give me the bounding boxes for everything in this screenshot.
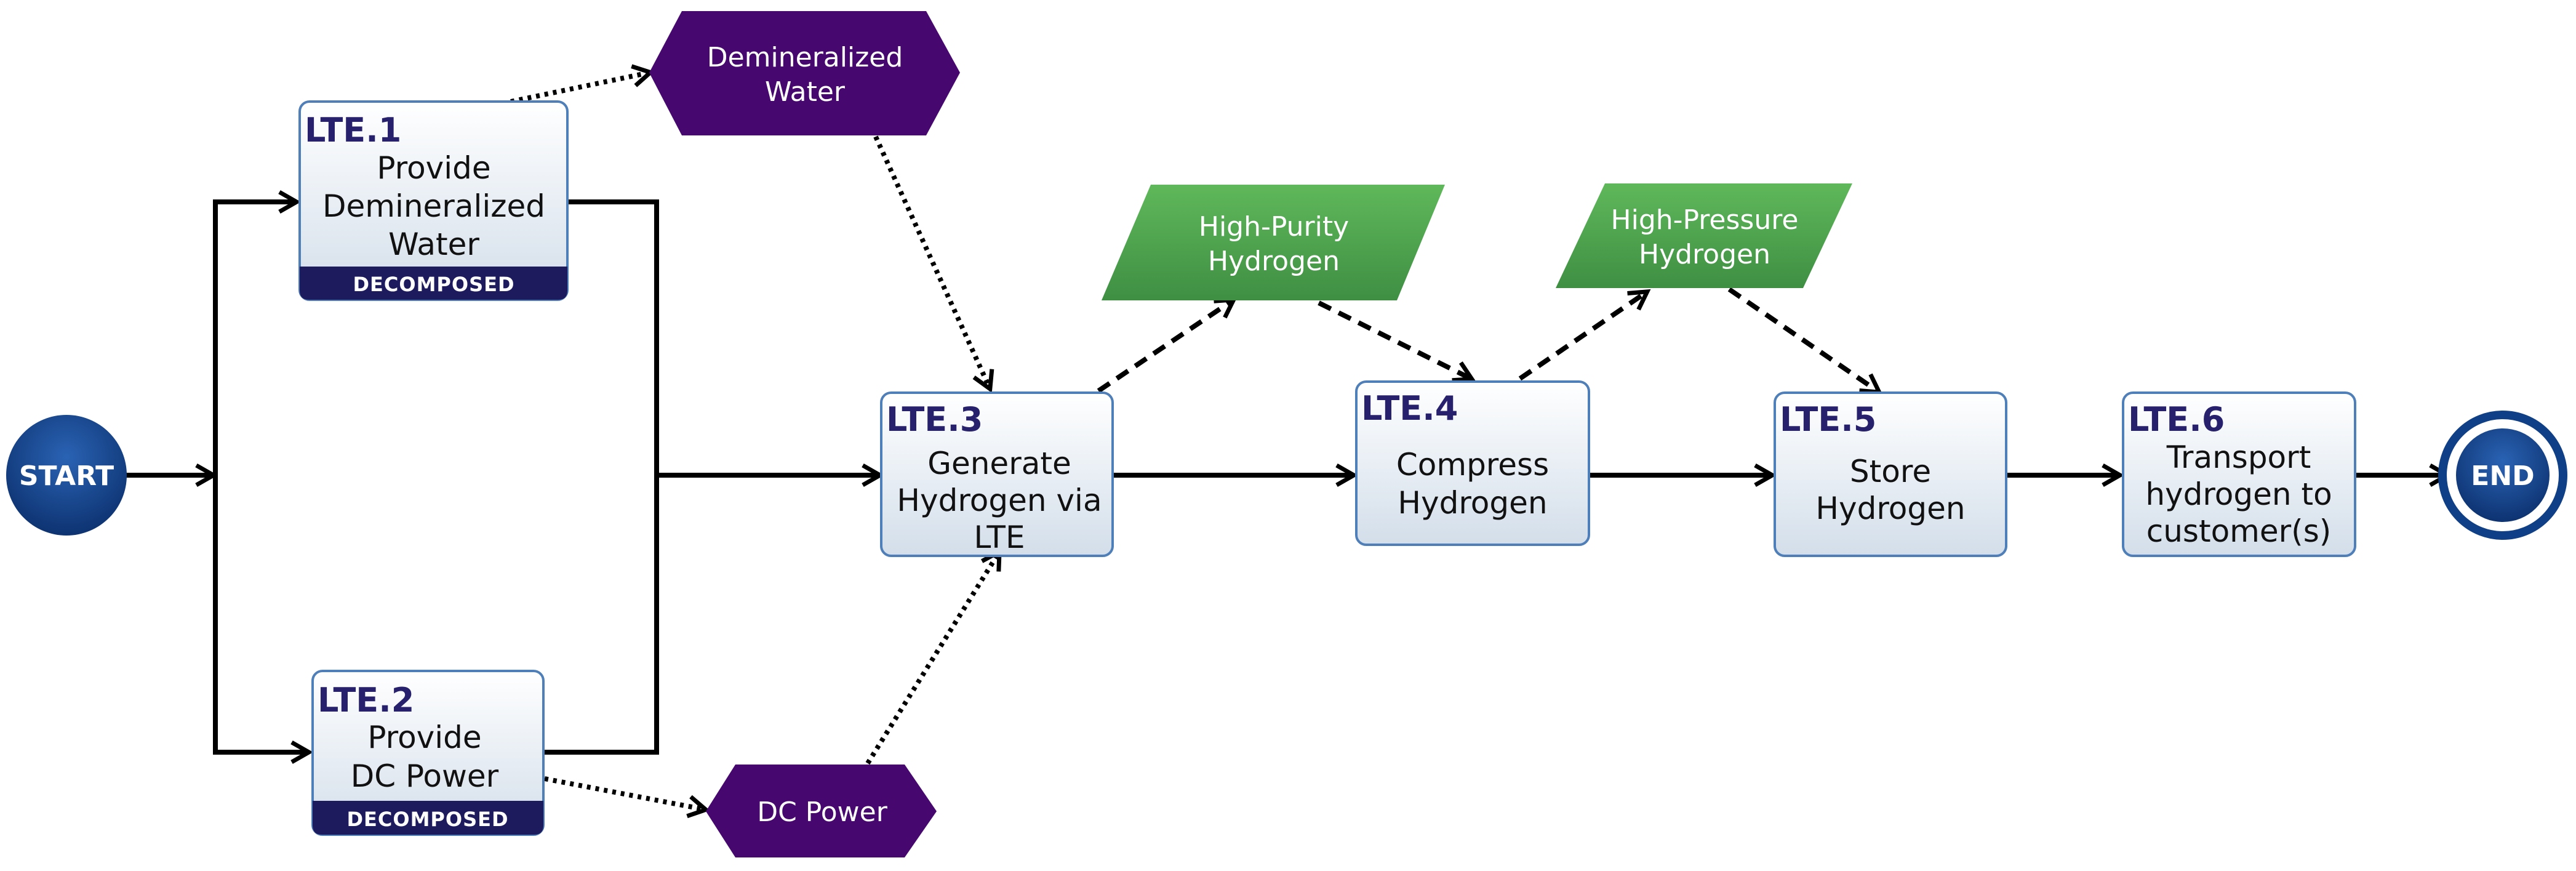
product-high-pressure-hydrogen-label-1: High-Pressure [1611,204,1799,236]
product-flows [1097,287,1883,395]
function-lte4[interactable]: LTE.4 Compress Hydrogen [1355,380,1590,546]
function-lte6-label-2: hydrogen to [2145,476,2332,512]
function-lte2-label-1: Provide [367,720,481,755]
function-lte1-label-3: Water [388,227,479,262]
function-lte1-badge: DECOMPOSED [353,273,514,296]
function-lte2-badge: DECOMPOSED [346,808,508,831]
function-lte1-id: LTE.1 [305,111,401,150]
product-high-purity-hydrogen-label-1: High-Purity [1199,211,1349,243]
end-label: END [2471,460,2534,492]
function-lte6-id: LTE.6 [2128,400,2225,439]
flow-dc-power-to-lte3 [865,548,1002,765]
function-lte2[interactable]: LTE.2 Provide DC Power DECOMPOSED [311,670,545,836]
function-lte5-label-1: Store [1850,454,1931,489]
function-lte3-label-2: Hydrogen via [897,483,1102,518]
function-lte1-label-2: Demineralized [322,188,545,224]
function-lte2-label-2: DC Power [351,758,499,794]
function-lte2-badge-bg [313,801,543,835]
end-terminal: END [2438,411,2567,540]
flow-lte2-to-dc-power [544,776,710,819]
start-label: START [19,460,114,492]
product-high-purity-hydrogen-label-2: Hydrogen [1208,246,1340,277]
function-lte1-badge-bg [300,267,567,300]
function-lte5[interactable]: LTE.5 Store Hydrogen [1774,391,2007,557]
product-high-pressure-hydrogen[interactable]: High-Pressure Hydrogen [1556,183,1852,288]
function-lte3-label-3: LTE [974,520,1025,555]
flow-lte3-to-high-purity [1097,297,1238,393]
function-lte2-id: LTE.2 [318,681,414,720]
function-lte1[interactable]: LTE.1 Provide Demineralized Water DECOMP… [298,100,569,301]
resource-demineralized-water[interactable]: Demineralized Water [649,11,960,135]
resource-flows [510,64,1002,819]
flow-branch-to-lte2 [213,475,314,765]
resource-dc-power-label-1: DC Power [757,797,888,828]
function-lte6-label-3: customer(s) [2146,513,2332,549]
flow-demin-water-to-lte3 [873,135,994,393]
function-lte5-id: LTE.5 [1780,400,1876,439]
control-flow [126,190,2452,765]
product-high-pressure-hydrogen-label-2: Hydrogen [1639,239,1770,270]
resource-demineralized-water-label-1: Demineralized [707,42,903,73]
flow-high-purity-to-lte4 [1318,300,1476,383]
function-lte3-id: LTE.3 [886,400,983,439]
function-lte3[interactable]: LTE.3 Generate Hydrogen via LTE [880,391,1114,557]
resource-dc-power[interactable]: DC Power [706,765,937,857]
flow-lte4-to-high-pressure [1518,289,1651,381]
flow-lte1-to-demin-water [510,64,655,104]
function-lte4-label-2: Hydrogen [1398,485,1547,521]
function-lte4-id: LTE.4 [1361,389,1458,428]
flow-high-pressure-to-lte5 [1727,287,1883,395]
resource-demineralized-water-label-2: Water [765,76,846,108]
flow-branch-to-lte1 [213,190,302,475]
function-lte6-label-1: Transport [2166,440,2311,475]
function-lte5-label-2: Hydrogen [1815,491,1965,526]
function-lte4-label-1: Compress [1396,447,1549,483]
function-lte1-label-1: Provide [377,150,490,186]
function-lte3-label-1: Generate [927,446,1071,481]
function-lte6[interactable]: LTE.6 Transport hydrogen to customer(s) [2122,391,2356,557]
start-terminal: START [6,415,127,536]
product-high-purity-hydrogen[interactable]: High-Purity Hydrogen [1102,185,1445,300]
